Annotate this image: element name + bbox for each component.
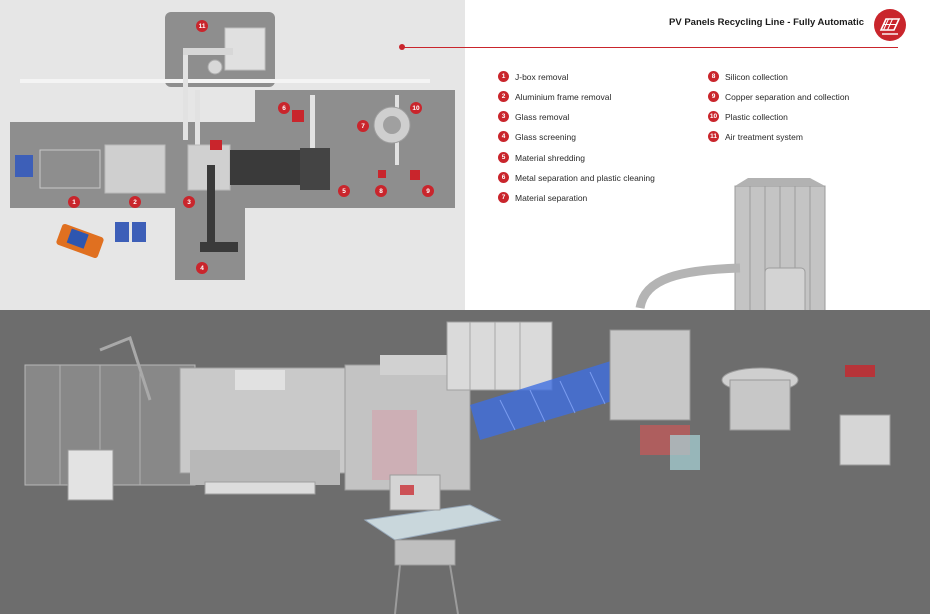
legend-item-9: 9 Copper separation and collection [708,91,849,102]
legend-label: Metal separation and plastic cleaning [515,172,655,183]
legend-label: J-box removal [515,71,569,82]
legend-num: 5 [498,152,509,163]
legend-num: 2 [498,91,509,102]
legend-item-11: 11 Air treatment system [708,131,803,142]
legend-label: Air treatment system [725,131,803,142]
legend-num: 7 [498,192,509,203]
legend-item-3: 3 Glass removal [498,111,569,122]
legend-label: Plastic collection [725,111,788,122]
plan-marker-2: 2 [129,196,141,208]
legend-num: 4 [498,131,509,142]
plan-marker-7: 7 [357,120,369,132]
plan-marker-1: 1 [68,196,80,208]
legend-num: 10 [708,111,719,122]
plan-drawing [0,0,465,310]
legend-num: 11 [708,131,719,142]
legend-label: Copper separation and collection [725,91,850,102]
legend-item-10: 10 Plastic collection [708,111,788,122]
plan-marker-5: 5 [338,185,350,197]
legend-num: 3 [498,111,509,122]
legend-item-2: 2 Aluminium frame removal [498,91,611,102]
plan-marker-3: 3 [183,196,195,208]
legend-label: Silicon collection [725,71,788,82]
plan-marker-6: 6 [278,102,290,114]
layout-plan: 11 6 10 7 1 2 3 5 8 9 4 [0,0,465,310]
legend-num: 8 [708,71,719,82]
legend-num: 1 [498,71,509,82]
legend-item-8: 8 Silicon collection [708,71,788,82]
legend-num: 6 [498,172,509,183]
legend-label: Material separation [515,192,588,203]
legend-label: Material shredding [515,152,585,163]
legend-item-5: 5 Material shredding [498,152,585,163]
page-title: PV Panels Recycling Line - Fully Automat… [669,17,864,28]
legend-item-6: 6 Metal separation and plastic cleaning [498,172,655,183]
solar-panel-recycle-icon [874,9,906,41]
legend-num: 9 [708,91,719,102]
legend-item-7: 7 Material separation [498,192,587,203]
legend-item-1: 1 J-box removal [498,71,568,82]
title-rule [402,47,898,48]
legend-item-4: 4 Glass screening [498,131,576,142]
plan-marker-8: 8 [375,185,387,197]
legend-label: Glass removal [515,111,570,122]
recycling-line-render [0,310,930,614]
plan-marker-9: 9 [422,185,434,197]
plan-marker-4: 4 [196,262,208,274]
legend-label: Glass screening [515,131,576,142]
plan-marker-10: 10 [410,102,422,114]
line-render-drawing [24,321,891,614]
legend-panel [465,0,930,310]
legend-label: Aluminium frame removal [515,91,612,102]
plan-marker-11: 11 [196,20,208,32]
